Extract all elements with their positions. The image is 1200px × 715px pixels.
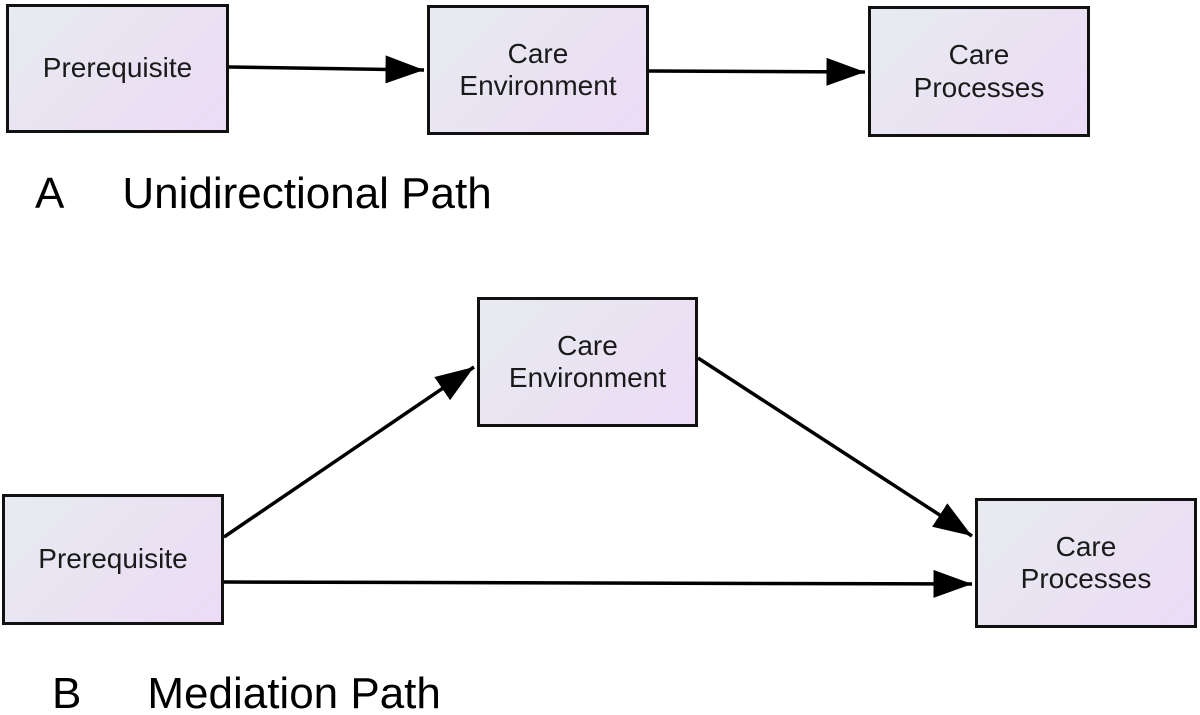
panel-b-letter: B	[52, 669, 82, 715]
panel-b-box-care-environment: Care Environment	[477, 297, 698, 427]
panel-b-title: Mediation Path	[147, 669, 441, 715]
panel-a-letter: A	[35, 169, 65, 218]
panel-a-label: A Unidirectional Path	[35, 172, 492, 216]
arrow-a-care-environment-to-care-processes	[648, 57, 866, 86]
arrow-b-prerequisite-to-care-environment	[223, 365, 475, 539]
panel-b-box-prerequisite: Prerequisite	[2, 494, 224, 625]
panel-a-title: Unidirectional Path	[122, 169, 492, 218]
arrow-b-care-environment-to-care-processes	[697, 356, 973, 538]
panel-a-box-prerequisite: Prerequisite	[6, 4, 229, 133]
arrow-b-prerequisite-to-care-processes	[223, 569, 973, 598]
panel-b-box-care-processes: Care Processes	[975, 498, 1197, 628]
arrow-a-prerequisite-to-care-environment	[228, 55, 425, 84]
panel-b-label: B Mediation Path	[52, 672, 441, 715]
panel-a-box-care-processes: Care Processes	[868, 6, 1090, 137]
panel-a-box-care-environment: Care Environment	[427, 5, 649, 135]
